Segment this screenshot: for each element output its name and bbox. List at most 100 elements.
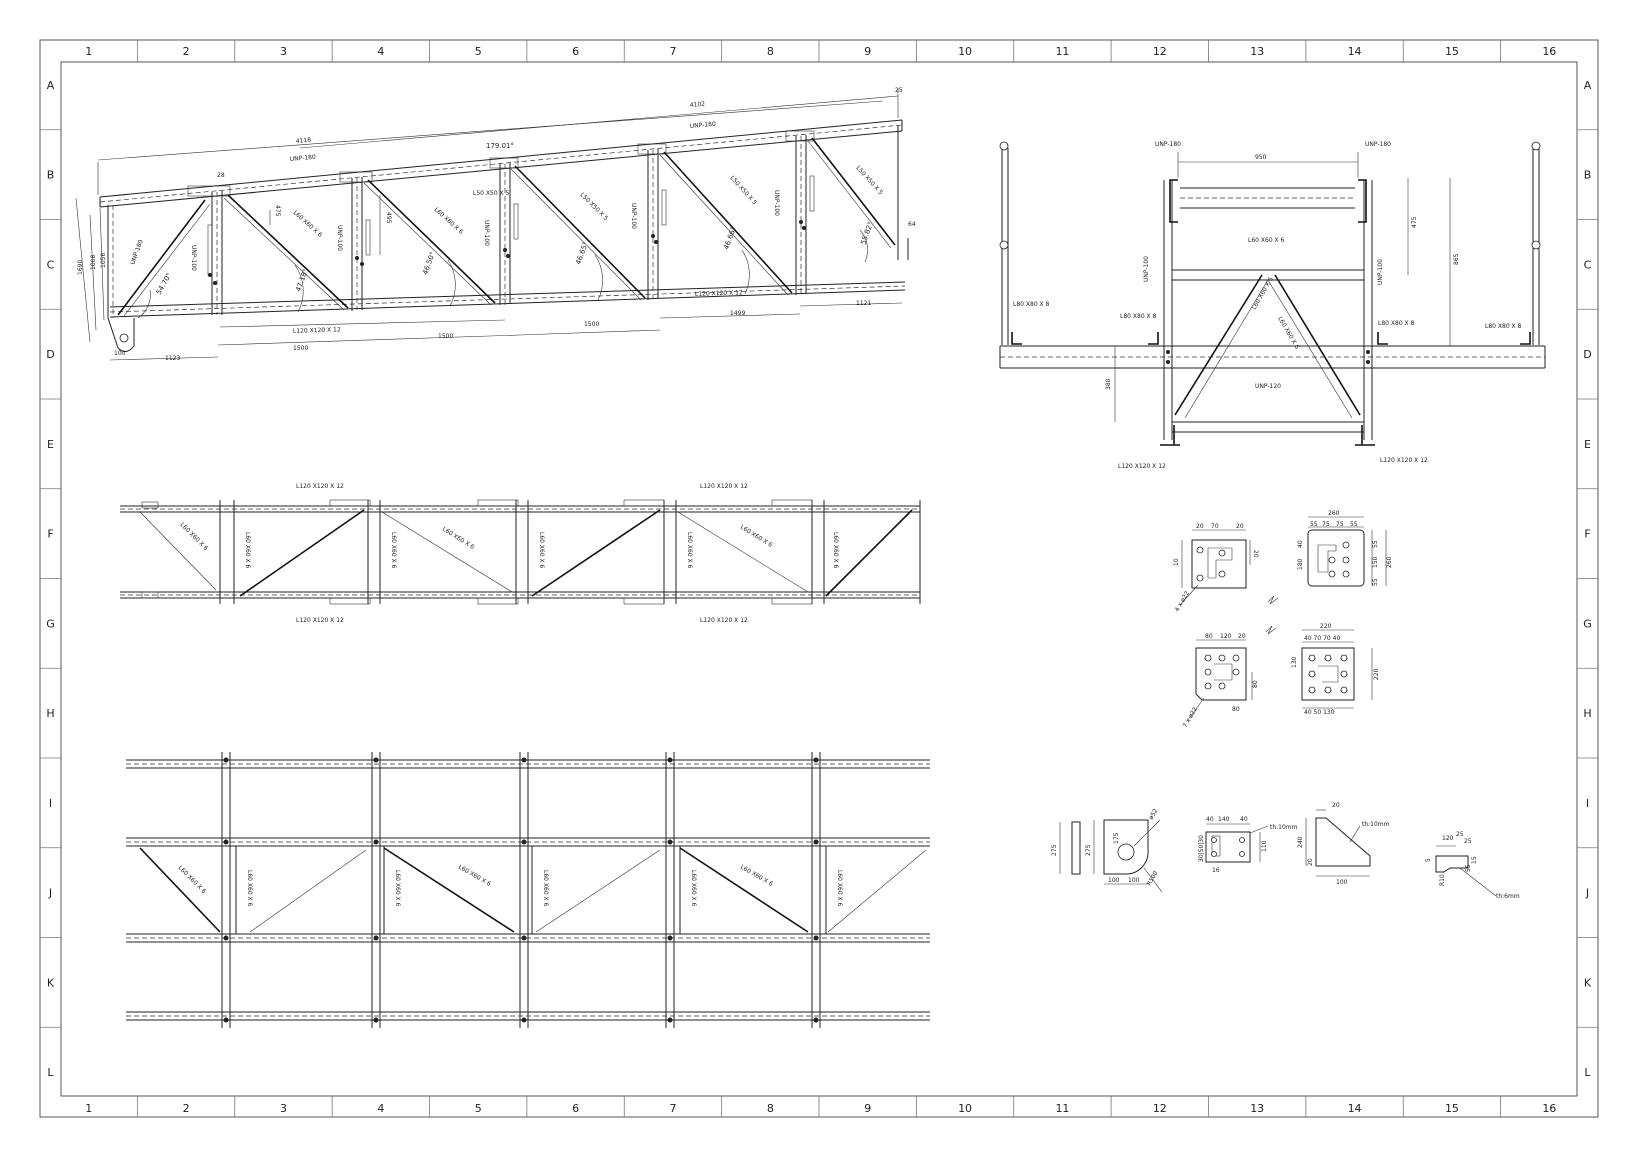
height-495: 495 bbox=[385, 212, 392, 224]
grid-reference-marks: 1122334455667788991010111112121313141415… bbox=[40, 40, 1598, 1117]
height-1056: 1056 bbox=[100, 253, 107, 268]
section-l80-4: L80 X80 X 8 bbox=[1485, 323, 1522, 330]
grid-column-bottom-16: 16 bbox=[1542, 1102, 1556, 1115]
section-l80-1: L80 X80 X 8 bbox=[1013, 301, 1050, 308]
grid-row-right-L: L bbox=[1584, 1066, 1591, 1079]
baseplate-40a: 40 bbox=[1206, 816, 1214, 823]
height-475: 475 bbox=[274, 205, 281, 217]
grid-row-right-A: A bbox=[1584, 79, 1592, 92]
post-label-unp180: UNP-180 bbox=[129, 239, 145, 266]
plan-top-chord-1: L120 X120 X 12 bbox=[296, 483, 344, 490]
top-chord-profile-2: UNP-180 bbox=[690, 121, 717, 130]
plate3-80: 80 bbox=[1205, 633, 1213, 640]
gusset-240: 240 bbox=[1297, 836, 1304, 848]
section-bottom-unp: UNP-120 bbox=[1255, 383, 1281, 390]
plan-diag-2: L60 X60 X 6 bbox=[441, 526, 476, 551]
grid-column-top-1: 1 bbox=[85, 45, 92, 58]
plate4-130: 130 bbox=[1291, 656, 1298, 668]
post-label-unp100-a: UNP-100 bbox=[190, 245, 197, 271]
grid-row-left-B: B bbox=[47, 169, 55, 182]
plate2-75b: 75 bbox=[1336, 521, 1344, 528]
span-1499: 1499 bbox=[730, 310, 745, 317]
plan-post-4: L60 X60 X 6 bbox=[686, 532, 693, 569]
cleat-radius: R10 bbox=[1439, 874, 1446, 886]
plate2-55b: 55 bbox=[1350, 521, 1358, 528]
grid-column-bottom-5: 5 bbox=[475, 1102, 482, 1115]
span-1123: 1123 bbox=[165, 355, 180, 362]
bottom-post-3: L60 X60 X 6 bbox=[542, 870, 549, 907]
plate3-holes: 7 x ø22 bbox=[1182, 706, 1199, 729]
baseplate-16: 16 bbox=[1212, 867, 1220, 874]
plate1-70: 70 bbox=[1211, 523, 1219, 530]
plan-post-3: L60 X60 X 6 bbox=[538, 532, 545, 569]
diagonal-label-6: L50 X50 X 5 bbox=[855, 165, 885, 197]
truss-elevation: 4102 4118 179.01° 25 UNP-180 UNP-180 28 … bbox=[75, 87, 916, 362]
top-angle: 179.01° bbox=[486, 142, 514, 150]
grid-column-top-11: 11 bbox=[1055, 45, 1069, 58]
baseplate-side: 30|50|30 bbox=[1198, 835, 1205, 862]
grid-column-top-2: 2 bbox=[183, 45, 190, 58]
plate4-220: 220 bbox=[1320, 623, 1332, 630]
cleat-55: 55 bbox=[1465, 864, 1472, 872]
grid-column-bottom-8: 8 bbox=[767, 1102, 774, 1115]
baseplate-thickness: th:10mm bbox=[1270, 824, 1298, 831]
plate2-260: 260 bbox=[1328, 510, 1340, 517]
grid-column-bottom-6: 6 bbox=[572, 1102, 579, 1115]
grid-column-bottom-10: 10 bbox=[958, 1102, 972, 1115]
angle-1: 54.70° bbox=[155, 272, 174, 296]
plate-detail-1: 70 20 20 20 10 4 x ø22 bbox=[1173, 523, 1259, 613]
grid-row-left-L: L bbox=[47, 1066, 54, 1079]
grid-row-left-H: H bbox=[46, 707, 54, 720]
plate1-20c: 20 bbox=[1252, 550, 1259, 558]
plate1-20b: 20 bbox=[1236, 523, 1244, 530]
grid-column-bottom-15: 15 bbox=[1445, 1102, 1459, 1115]
bottom-post-1: L60 X60 X 6 bbox=[246, 870, 253, 907]
plate1-20a: 20 bbox=[1196, 523, 1204, 530]
grid-column-bottom-2: 2 bbox=[183, 1102, 190, 1115]
height-1008: 1008 bbox=[90, 255, 97, 270]
plan-bottom-chord-1: L120 X120 X 12 bbox=[296, 617, 344, 624]
grid-column-bottom-13: 13 bbox=[1250, 1102, 1264, 1115]
truss-bottom-view: L60 X60 X 6 L60 X60 X 6 L60 X60 X 6 L60 … bbox=[126, 752, 930, 1028]
bottom-diag-2: L60 X60 X 6 bbox=[457, 864, 492, 888]
grid-column-top-12: 12 bbox=[1153, 45, 1167, 58]
lug-275b: 275 bbox=[1085, 844, 1092, 856]
top-chord-profile: UNP-180 bbox=[290, 154, 317, 163]
break-symbol-2 bbox=[1265, 625, 1277, 635]
plate4-top: 40 70 70 40 bbox=[1304, 635, 1340, 642]
grid-column-bottom-9: 9 bbox=[864, 1102, 871, 1115]
inner-frame bbox=[60, 61, 1578, 1097]
lug-275a: 275 bbox=[1051, 844, 1058, 856]
bottom-diag-3: L60 X60 X 6 bbox=[739, 864, 774, 888]
grid-row-right-E: E bbox=[1584, 438, 1591, 451]
diagonal-label-3: L50 X50 X 5 bbox=[473, 190, 510, 197]
cleat-25b: 25 bbox=[1464, 838, 1472, 845]
truss-cross-section: 950 UNP-180 UNP-180 L60 X60 X 6 L60 X60 … bbox=[999, 141, 1546, 470]
plate3-80c: 80 bbox=[1232, 706, 1240, 713]
grid-row-right-G: G bbox=[1583, 617, 1592, 630]
section-h-380: 380 bbox=[1105, 378, 1112, 390]
grid-row-left-I: I bbox=[49, 797, 52, 810]
plate3-20: 20 bbox=[1238, 633, 1246, 640]
grid-column-bottom-3: 3 bbox=[280, 1102, 287, 1115]
plan-diag-3: L60 X60 X 6 bbox=[739, 524, 774, 549]
section-l80-2: L80 X80 X 8 bbox=[1120, 313, 1157, 320]
height-1690: 1690 bbox=[77, 260, 84, 275]
post-label-unp100-d: UNP-100 bbox=[630, 203, 637, 229]
grid-row-left-D: D bbox=[46, 348, 54, 361]
grid-row-right-I: I bbox=[1586, 797, 1589, 810]
span-1500-b: 1500 bbox=[438, 333, 453, 340]
section-brace-3: L60 X60 X 6 bbox=[1276, 316, 1300, 351]
plan-post-2: L60 X60 X 6 bbox=[390, 532, 397, 569]
plate2-40: 40 bbox=[1297, 540, 1304, 548]
diagonal-label-1: L60 X60 X 6 bbox=[292, 209, 324, 239]
grid-row-right-B: B bbox=[1584, 169, 1592, 182]
grid-column-top-10: 10 bbox=[958, 45, 972, 58]
grid-row-right-D: D bbox=[1583, 348, 1591, 361]
lug-100a: 100 bbox=[1108, 877, 1120, 884]
base-plate-detail: 40 140 40 th:10mm 110 30|50|30 16 bbox=[1198, 816, 1298, 874]
grid-column-top-6: 6 bbox=[572, 45, 579, 58]
grid-row-left-F: F bbox=[47, 528, 53, 541]
plate3-120: 120 bbox=[1220, 633, 1232, 640]
overall-length-chord: 4118 bbox=[296, 137, 312, 145]
